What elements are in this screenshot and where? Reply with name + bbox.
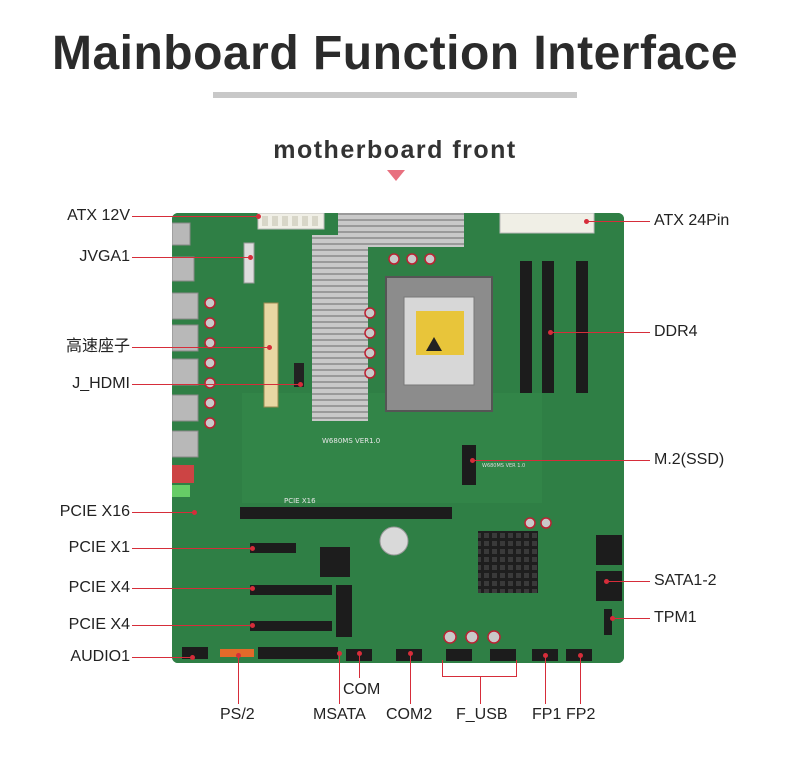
- callout-line-sata: [606, 581, 650, 582]
- callout-line-msata: [339, 654, 340, 704]
- section-subtitle: motherboard front: [273, 136, 517, 164]
- callout-dot-atx24: [584, 219, 589, 224]
- callout-line-tpm1: [612, 618, 650, 619]
- label-audio1: AUDIO1: [70, 648, 130, 665]
- motherboard-image: PCIE X16 W680MS VER1.0: [172, 213, 624, 663]
- motherboard-drawing: PCIE X16 W680MS VER1.0: [172, 213, 624, 663]
- callout-dot-pcie-x4-a: [250, 586, 255, 591]
- callout-dot-sata: [604, 579, 609, 584]
- callout-line-audio1: [132, 657, 192, 658]
- label-tpm1: TPM1: [654, 609, 697, 626]
- label-fp1: FP1: [532, 706, 562, 723]
- callout-line-com: [359, 654, 360, 678]
- callout-dot-jvga1: [248, 255, 253, 260]
- label-m2: M.2(SSD): [654, 451, 725, 468]
- callout-line-com2: [410, 654, 411, 704]
- callout-dot-fp2: [578, 653, 583, 658]
- callout-bracket-fusb-right: [516, 660, 517, 676]
- callout-dot-msata: [337, 651, 342, 656]
- callout-dot-pcie-x16: [192, 510, 197, 515]
- callout-line-hs-header: [132, 347, 269, 348]
- callout-line-fp2: [580, 656, 581, 704]
- label-atx24: ATX 24Pin: [654, 212, 730, 229]
- callout-dot-jhdmi: [298, 382, 303, 387]
- callout-line-fusb: [480, 676, 481, 704]
- callout-line-fp1: [545, 656, 546, 704]
- label-hs-header: 高速座子: [65, 338, 130, 355]
- silk-chip-label: W680MS VER 1.0: [482, 463, 525, 469]
- callout-line-pcie-x4-b: [132, 625, 252, 626]
- label-fp2: FP2: [566, 706, 596, 723]
- callout-line-jhdmi: [132, 384, 300, 385]
- callout-line-ps2: [238, 656, 239, 704]
- callout-line-atx24: [586, 221, 650, 222]
- callout-dot-com2: [408, 651, 413, 656]
- label-atx12v: ATX 12V: [67, 207, 130, 224]
- down-arrow-icon: [387, 170, 405, 181]
- title-underline: [213, 92, 577, 98]
- callout-line-atx12v: [132, 216, 258, 217]
- callout-dot-tpm1: [610, 616, 615, 621]
- label-pcie-x16: PCIE X16: [59, 503, 130, 520]
- label-sata: SATA1-2: [654, 572, 717, 589]
- label-ps2: PS/2: [220, 706, 255, 723]
- callout-dot-pcie-x4-b: [250, 623, 255, 628]
- label-jvga1: JVGA1: [79, 248, 130, 265]
- callout-dot-hs-header: [267, 345, 272, 350]
- callout-line-pcie-x4-a: [132, 588, 252, 589]
- callout-dot-atx12v: [256, 214, 261, 219]
- callout-dot-m2: [470, 458, 475, 463]
- callout-line-ddr4: [550, 332, 650, 333]
- callout-bracket-fusb-base: [442, 676, 517, 677]
- callout-dot-ps2: [236, 653, 241, 658]
- label-pcie-x4-a: PCIE X4: [68, 579, 130, 596]
- callout-dot-audio1: [190, 655, 195, 660]
- callout-dot-ddr4: [548, 330, 553, 335]
- label-fusb: F_USB: [456, 706, 508, 723]
- label-pcie-x4-b: PCIE X4: [68, 616, 130, 633]
- callout-line-pcie-x16: [132, 512, 194, 513]
- callout-bracket-fusb-left: [442, 660, 443, 676]
- label-msata: MSATA: [313, 706, 366, 723]
- callout-dot-com: [357, 651, 362, 656]
- callout-dot-fp1: [543, 653, 548, 658]
- label-pcie-x1: PCIE X1: [68, 539, 130, 556]
- label-jhdmi: J_HDMI: [72, 375, 130, 392]
- callout-dot-pcie-x1: [250, 546, 255, 551]
- page-title: Mainboard Function Interface: [51, 27, 739, 80]
- label-com: COM: [343, 681, 381, 698]
- label-ddr4: DDR4: [654, 323, 698, 340]
- silk-slot-label: PCIE X16: [284, 497, 316, 505]
- callout-line-jvga1: [132, 257, 250, 258]
- callout-line-pcie-x1: [132, 548, 252, 549]
- silk-model: W680MS VER1.0: [322, 437, 380, 445]
- callout-line-m2: [472, 460, 650, 461]
- label-com2: COM2: [386, 706, 433, 723]
